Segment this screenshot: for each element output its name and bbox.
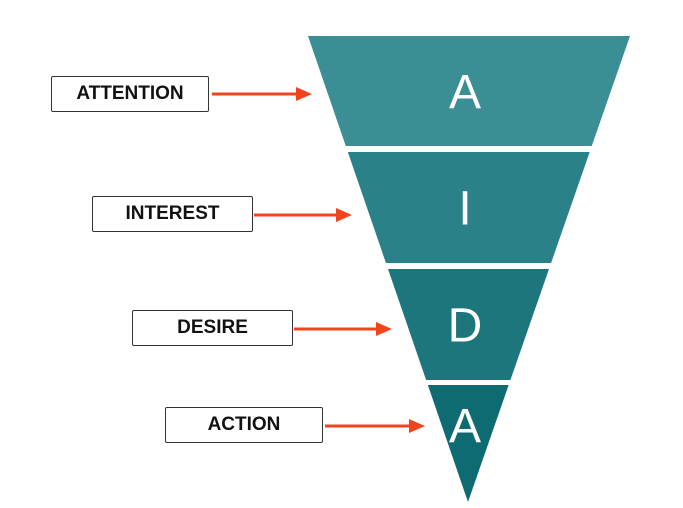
funnel-letter-action: A <box>449 400 481 453</box>
arrow-head-interest <box>336 208 352 222</box>
funnel-letter-interest: I <box>458 183 471 236</box>
label-attention: ATTENTION <box>51 76 209 112</box>
funnel-letter-attention: A <box>449 66 481 119</box>
arrow-head-attention <box>296 87 312 101</box>
funnel-band-action <box>427 385 509 502</box>
label-interest: INTEREST <box>92 196 253 232</box>
arrow-head-desire <box>376 322 392 336</box>
funnel-band-attention <box>308 36 630 146</box>
label-desire: DESIRE <box>132 310 293 346</box>
funnel-band-interest <box>347 152 590 263</box>
funnel-band-desire <box>388 269 549 380</box>
label-action: ACTION <box>165 407 323 443</box>
funnel-letter-desire: D <box>448 300 483 353</box>
arrow-head-action <box>409 419 425 433</box>
